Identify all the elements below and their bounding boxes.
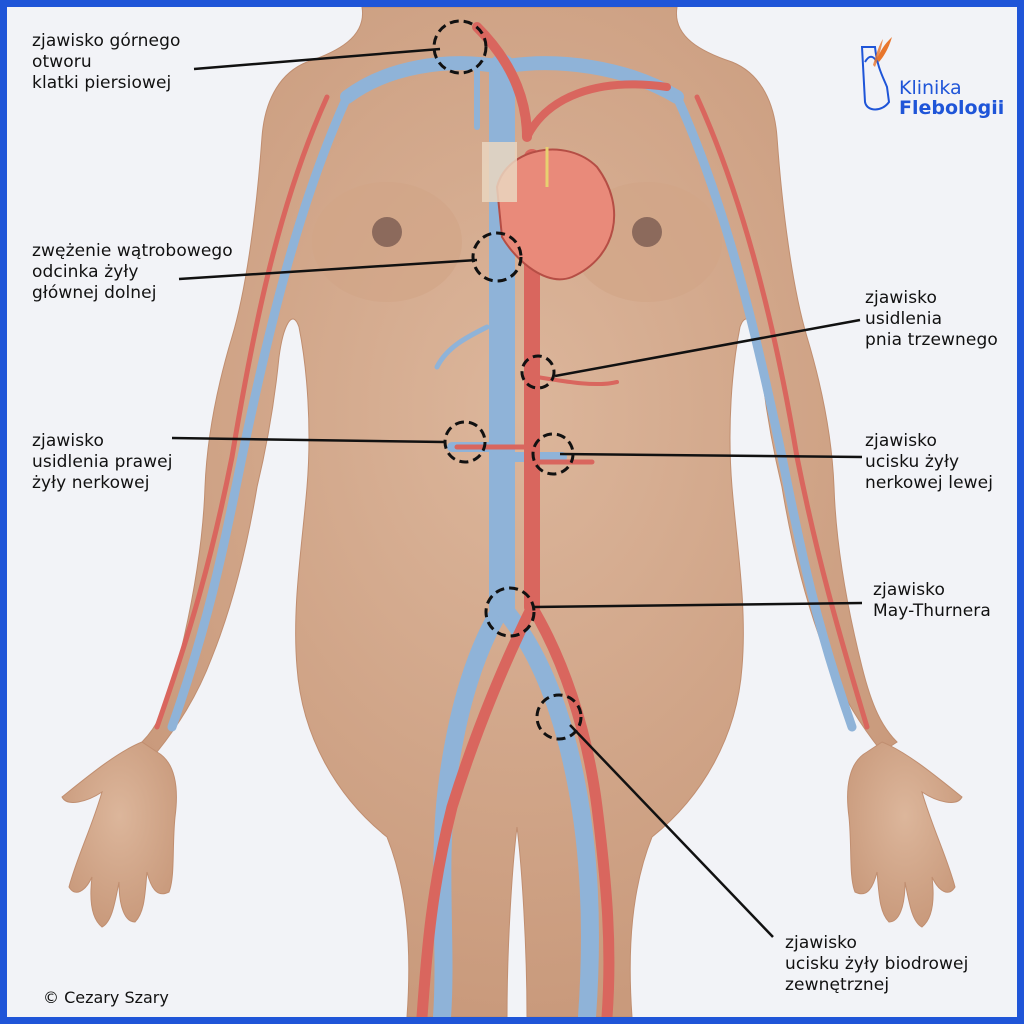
copyright: © Cezary Szary <box>43 988 169 1007</box>
label-right-renal: zjawisko usidlenia prawej żyły nerkowej <box>32 431 173 493</box>
marker-right-renal <box>443 420 487 464</box>
marker-thoracic-outlet <box>432 19 488 75</box>
marker-celiac <box>520 354 556 390</box>
leader-lines <box>171 47 863 938</box>
logo-line2: Flebologii <box>899 97 1005 119</box>
label-external-iliac: zjawisko ucisku żyły biodrowej zewnętrzn… <box>785 933 969 995</box>
heart <box>482 142 616 281</box>
logo-line1: Klinika <box>899 77 962 99</box>
marker-nutcracker <box>531 432 575 476</box>
label-nutcracker: zjawisko ucisku żyły nerkowej lewej <box>865 431 994 493</box>
marker-external-iliac <box>535 693 583 741</box>
label-ivc-narrowing: zwężenie wątrobowego odcinka żyły główne… <box>32 241 233 303</box>
marker-may-thurner <box>484 586 536 638</box>
marker-ivc-narrowing <box>471 231 523 283</box>
marker-circles <box>432 19 583 741</box>
label-thoracic-outlet: zjawisko górnego otworu klatki piersiowe… <box>32 31 181 93</box>
foot-with-wing-logo-icon <box>860 37 892 111</box>
anatomy-illustration <box>61 7 963 1017</box>
label-may-thurner: zjawisko May-Thurnera <box>873 580 991 621</box>
label-celiac: zjawisko usidlenia pnia trzewnego <box>865 288 998 350</box>
